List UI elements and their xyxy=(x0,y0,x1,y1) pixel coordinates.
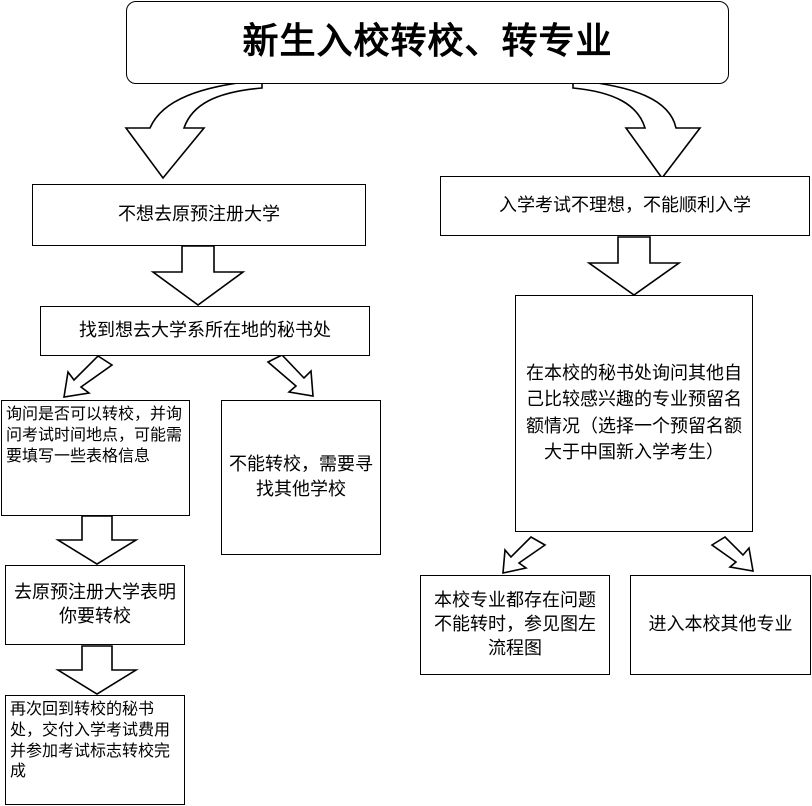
right-head-text: 入学考试不理想，不能顺利入学 xyxy=(499,194,751,216)
ask-transfer-text: 询问是否可以转校，并询问考试时间地点，可能需要填写一些表格信息 xyxy=(6,404,183,465)
down-arrow-1 xyxy=(150,245,246,306)
goto-original-text: 去原预注册大学表明你要转校 xyxy=(14,581,176,627)
goto-original-box: 去原预注册大学表明你要转校 xyxy=(5,565,185,645)
diag-arrow-right-1 xyxy=(266,354,314,397)
enter-other-major-box: 进入本校其他专业 xyxy=(630,575,811,675)
enter-other-major-text: 进入本校其他专业 xyxy=(648,613,793,635)
down-arrow-3 xyxy=(55,515,139,565)
return-secretary-box: 再次回到转校的秘书处，交付入学考试费用并参加考试标志转校完成 xyxy=(5,695,185,805)
no-transfer-box: 本校专业都存在问题不能转时，参见图左流程图 xyxy=(420,575,610,675)
diag-arrow-left-2 xyxy=(502,536,547,575)
title-text: 新生入校转校、转专业 xyxy=(242,21,613,63)
down-arrow-2 xyxy=(586,236,682,296)
ask-transfer-box: 询问是否可以转校，并询问考试时间地点，可能需要填写一些表格信息 xyxy=(1,400,190,516)
left-head-text: 不想去原预注册大学 xyxy=(118,203,280,225)
find-secretary-text: 找到想去大学系所在地的秘书处 xyxy=(79,319,331,341)
inquire-major-box: 在本校的秘书处询问其他自己比较感兴趣的专业预留名额情况（选择一个预留名额大于中国… xyxy=(515,295,753,532)
cannot-transfer-text: 不能转校，需要寻找其他学校 xyxy=(229,454,373,500)
curved-arrow-right xyxy=(572,79,702,180)
find-secretary-box: 找到想去大学系所在地的秘书处 xyxy=(40,306,370,356)
right-head-box: 入学考试不理想，不能顺利入学 xyxy=(440,176,810,236)
down-arrow-4 xyxy=(55,645,139,695)
no-transfer-text: 本校专业都存在问题不能转时，参见图左流程图 xyxy=(434,589,596,660)
diag-arrow-right-2 xyxy=(710,535,754,572)
left-head-box: 不想去原预注册大学 xyxy=(32,184,366,246)
diagram-title: 新生入校转校、转专业 xyxy=(126,1,729,84)
cannot-transfer-box: 不能转校，需要寻找其他学校 xyxy=(221,400,381,555)
inquire-major-text: 在本校的秘书处询问其他自己比较感兴趣的专业预留名额情况（选择一个预留名额大于中国… xyxy=(526,363,742,463)
diag-arrow-left-1 xyxy=(63,354,114,398)
return-secretary-text: 再次回到转校的秘书处，交付入学考试费用并参加考试标志转校完成 xyxy=(10,699,171,781)
curved-arrow-left xyxy=(124,79,263,180)
